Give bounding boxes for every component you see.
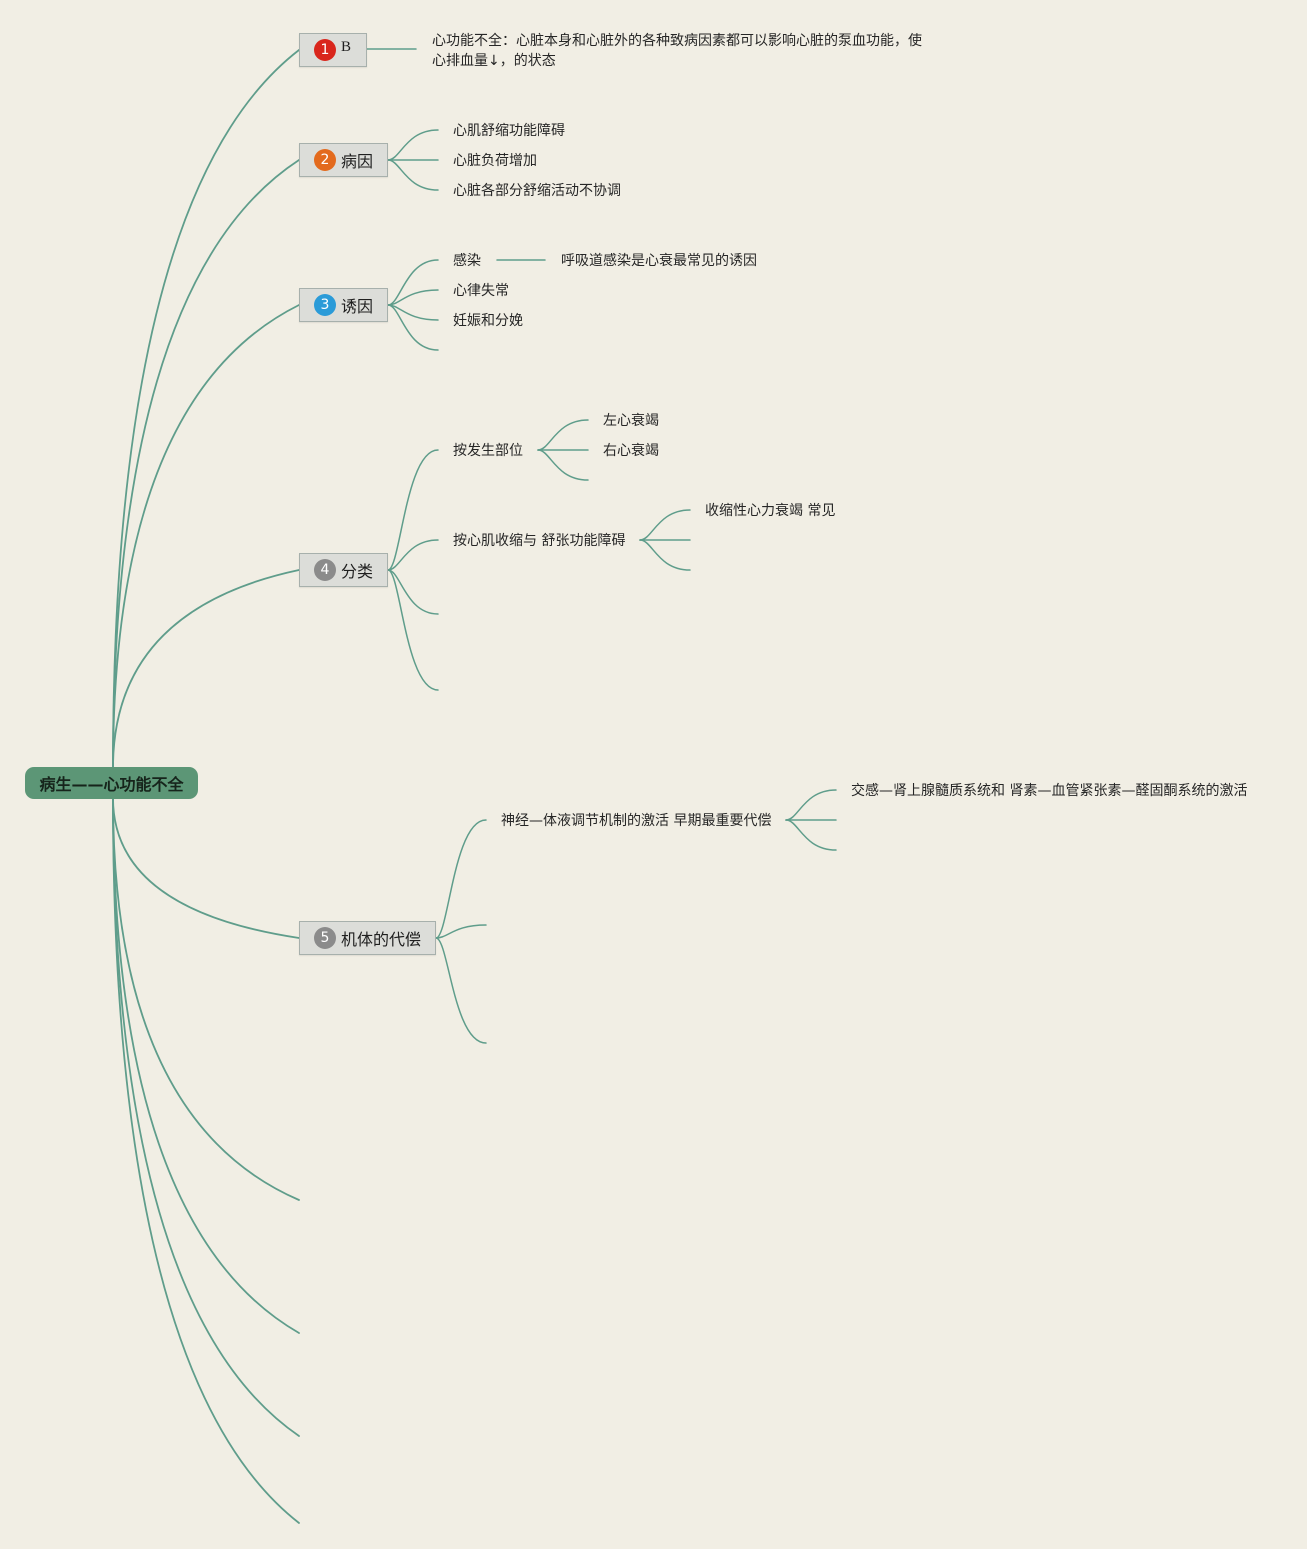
connector-line xyxy=(387,449,439,571)
branch-topic-5[interactable]: 5 机体的代偿 xyxy=(299,921,436,955)
branch-label: B xyxy=(341,38,352,55)
leaf-topic-definition-line-2[interactable]: 心排血量↓，的状态 xyxy=(432,53,556,69)
branch-topic-4[interactable]: 4 分类 xyxy=(299,553,388,587)
branch-label: 机体的代偿 xyxy=(341,930,422,949)
connector-line xyxy=(112,49,300,769)
connector-line xyxy=(387,159,439,191)
connector-line xyxy=(112,569,300,769)
connector-line xyxy=(112,797,300,939)
branch-topic-3[interactable]: 3 诱因 xyxy=(299,288,388,322)
leaf-topic[interactable]: 心律失常 xyxy=(453,283,509,299)
connector-line xyxy=(785,819,837,851)
branch-topic-1[interactable]: 1 B xyxy=(299,33,367,67)
connector-line xyxy=(387,304,439,351)
number-4-badge-icon: 4 xyxy=(314,559,336,581)
sub-leaf-topic[interactable]: 收缩性心力衰竭 常见 xyxy=(705,503,836,519)
root-topic[interactable]: 病生——心功能不全 xyxy=(25,767,198,799)
connector-line xyxy=(387,569,439,691)
connector-line xyxy=(387,289,439,306)
connector-line xyxy=(112,159,300,769)
connector-line xyxy=(387,304,439,321)
sub-leaf-topic[interactable]: 右心衰竭 xyxy=(603,443,659,459)
leaf-topic-definition-line-1[interactable]: 心功能不全：心脏本身和心脏外的各种致病因素都可以影响心脏的泵血功能，使 xyxy=(432,33,922,49)
connector-line xyxy=(112,797,300,1334)
connector-line xyxy=(435,819,487,939)
leaf-topic[interactable]: 按发生部位 xyxy=(453,443,523,459)
connector-line xyxy=(112,797,300,1437)
connector-line xyxy=(387,569,439,615)
number-1-badge-icon: 1 xyxy=(314,39,336,61)
number-3-badge-icon: 3 xyxy=(314,294,336,316)
number-2-badge-icon: 2 xyxy=(314,149,336,171)
connector-line xyxy=(387,539,439,571)
connector-line xyxy=(785,789,837,821)
sub-leaf-topic[interactable]: 交感—肾上腺髓质系统和 肾素—血管紧张素—醛固酮系统的激活 xyxy=(851,783,1248,799)
connector-line xyxy=(435,937,487,1044)
leaf-topic[interactable]: 妊娠和分娩 xyxy=(453,313,523,329)
branch-label: 分类 xyxy=(341,562,374,581)
sub-leaf-topic[interactable]: 左心衰竭 xyxy=(603,413,659,429)
leaf-topic[interactable]: 按心肌收缩与 舒张功能障碍 xyxy=(453,533,626,549)
connector-line xyxy=(639,509,691,541)
sub-leaf-topic[interactable]: 呼吸道感染是心衰最常见的诱因 xyxy=(561,253,757,269)
leaf-topic[interactable]: 神经—体液调节机制的激活 早期最重要代偿 xyxy=(501,813,772,829)
connector-line xyxy=(537,419,589,451)
connector-line xyxy=(537,449,589,481)
connector-line xyxy=(387,129,439,161)
branch-topic-2[interactable]: 2 病因 xyxy=(299,143,388,177)
leaf-topic[interactable]: 心肌舒缩功能障碍 xyxy=(453,123,565,139)
branch-label: 诱因 xyxy=(341,297,374,316)
connector-line xyxy=(639,539,691,571)
connector-line xyxy=(112,304,300,769)
leaf-topic[interactable]: 心脏负荷增加 xyxy=(453,153,537,169)
leaf-topic[interactable]: 感染 xyxy=(453,253,481,269)
connector-line xyxy=(387,259,439,306)
branch-label: 病因 xyxy=(341,152,374,171)
number-5-badge-icon: 5 xyxy=(314,927,336,949)
connector-line xyxy=(435,924,487,939)
connector-line xyxy=(112,797,300,1524)
leaf-topic[interactable]: 心脏各部分舒缩活动不协调 xyxy=(453,183,621,199)
connector-line xyxy=(112,797,300,1201)
